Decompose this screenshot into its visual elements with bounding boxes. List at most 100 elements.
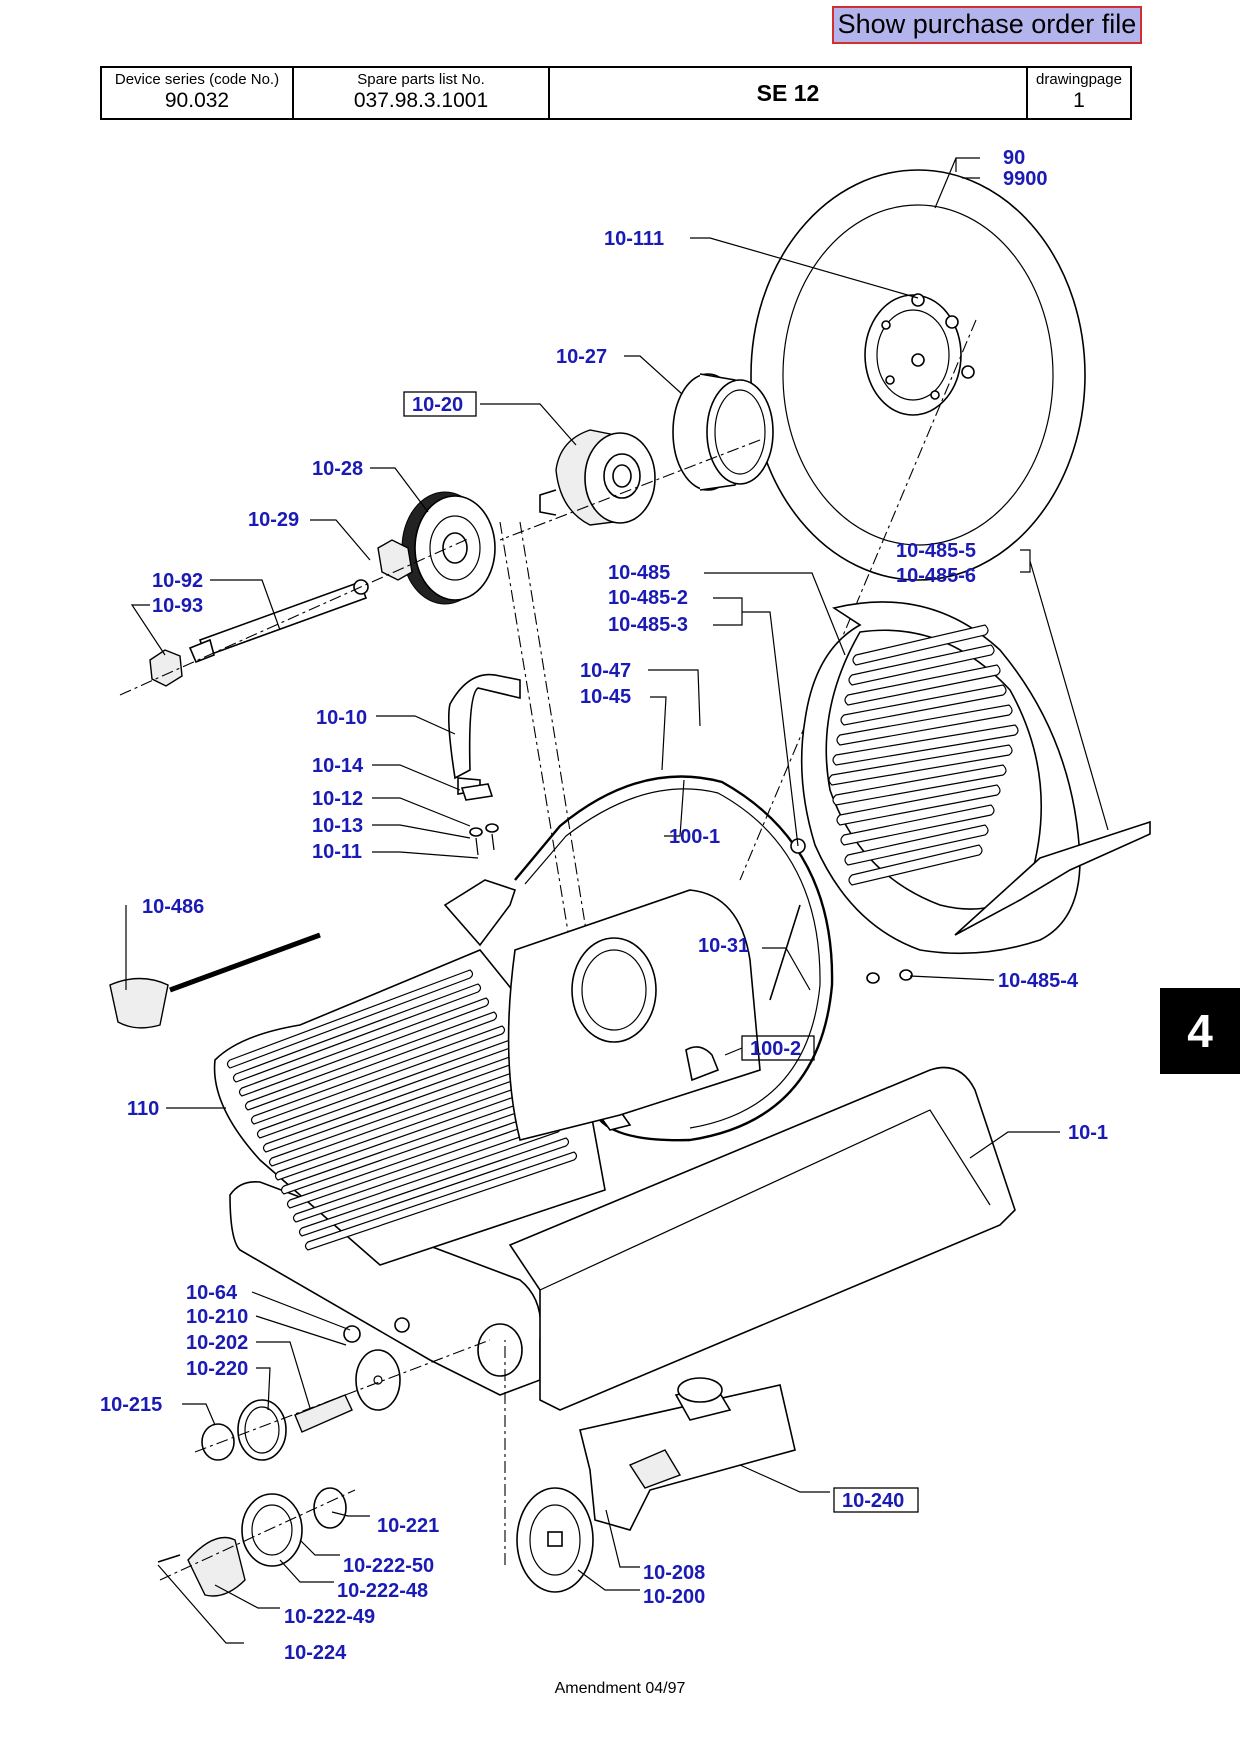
carriage-rib	[304, 1151, 578, 1251]
guard-rib	[828, 744, 1013, 786]
disc-10-210	[355, 1349, 401, 1411]
callout-10-20: 10-20	[412, 394, 463, 416]
callout-10-10: 10-10	[316, 707, 367, 729]
callout-10-31: 10-31	[698, 935, 749, 957]
clip-10-221	[313, 1487, 347, 1529]
washer-10-64	[394, 1317, 410, 1333]
screws-10-11-10-13	[469, 823, 499, 856]
bushing-10-215	[201, 1423, 235, 1461]
screws-10-485-4	[866, 969, 913, 984]
screw-10-224	[157, 1554, 181, 1563]
callout-10-485-6: 10-485-6	[896, 565, 976, 587]
guard-ring-100-1	[514, 775, 834, 1142]
guard-rib	[844, 824, 989, 866]
carriage-rib	[238, 997, 490, 1097]
callout-90: 90	[1003, 147, 1025, 169]
drawing-page-value: 1	[1073, 89, 1085, 112]
wheel-10-200	[516, 1487, 594, 1593]
carriage-rib	[298, 1137, 570, 1237]
callout-10-202: 10-202	[186, 1332, 248, 1354]
guard-arm-10-485-5	[954, 820, 1151, 936]
callout-10-222-48: 10-222-48	[337, 1580, 428, 1602]
callout-10-240: 10-240	[842, 1490, 904, 1512]
nut-10-93	[149, 649, 183, 687]
callout-10-221: 10-221	[377, 1515, 439, 1537]
machine-base-10-1	[229, 1066, 1016, 1411]
callout-10-13: 10-13	[312, 815, 363, 837]
guard-rib	[832, 724, 1019, 766]
callout-10-485-4: 10-485-4	[998, 970, 1079, 992]
callout-10-486: 10-486	[142, 896, 204, 918]
callout-10-220: 10-220	[186, 1358, 248, 1380]
spare-parts-value: 037.98.3.1001	[353, 89, 489, 112]
knob-100-2	[685, 1046, 720, 1082]
guard-rib	[832, 764, 1007, 806]
callout-box-10-240	[833, 1487, 919, 1513]
callout-10-14: 10-14	[312, 755, 364, 777]
carriage-rib	[244, 1011, 498, 1111]
carriage-rib	[250, 1025, 506, 1125]
show-purchase-order-button[interactable]: Show purchase order file	[832, 6, 1142, 44]
device-series-cell: Device series (code No.) 90.032	[102, 68, 294, 118]
plate-10-14	[460, 783, 494, 801]
hex-nut-10-29	[377, 539, 413, 581]
guard-rib	[852, 624, 989, 666]
guard-rib	[836, 704, 1013, 746]
title-block: Device series (code No.) 90.032 Spare pa…	[100, 66, 1132, 120]
callout-10-200: 10-200	[643, 1586, 705, 1608]
callout-10-215: 10-215	[100, 1394, 162, 1416]
ring-10-220	[237, 1399, 287, 1461]
pin-10-64	[343, 1325, 361, 1343]
callout-10-208: 10-208	[643, 1562, 705, 1584]
ring-part-10-27	[672, 373, 774, 491]
callout-box-10-20	[403, 391, 477, 417]
model-cell: SE 12	[550, 68, 1028, 118]
callout-10-27: 10-27	[556, 346, 607, 368]
blade-part	[750, 169, 1086, 581]
guard-rib	[836, 784, 1001, 826]
footer-amendment: Amendment 04/97	[554, 1680, 686, 1697]
callout-10-111: 10-111	[604, 228, 664, 250]
callout-box-100-2	[741, 1035, 815, 1061]
callout-10-222-50: 10-222-50	[343, 1555, 434, 1577]
carriage-rib	[232, 983, 482, 1083]
callout-10-64: 10-64	[186, 1282, 238, 1304]
device-series-value: 90.032	[164, 89, 230, 112]
spare-parts-cell: Spare parts list No. 037.98.3.1001	[294, 68, 550, 118]
device-series-label: Device series (code No.)	[114, 71, 280, 88]
callout-10-1: 10-1	[1068, 1122, 1108, 1144]
callout-10-45: 10-45	[580, 686, 631, 708]
carriage-ribs-group	[226, 969, 578, 1251]
callout-10-222-49: 10-222-49	[284, 1606, 375, 1628]
knob-10-222-49	[187, 1536, 246, 1597]
housing-center	[507, 889, 761, 1141]
callout-10-485-2: 10-485-2	[608, 587, 688, 609]
dial-10-222-50	[241, 1493, 303, 1567]
model-name: SE 12	[756, 80, 820, 106]
carriage-bracket	[443, 879, 517, 947]
callout-10-11: 10-11	[312, 841, 362, 863]
page-tab: 4	[1160, 988, 1240, 1074]
spare-parts-label: Spare parts list No.	[357, 71, 485, 88]
spindle-10-202	[294, 1394, 353, 1433]
callout-10-210: 10-210	[186, 1306, 248, 1328]
guard-rib	[844, 664, 1001, 706]
leader-lines	[125, 157, 1109, 1644]
callout-10-224: 10-224	[284, 1642, 347, 1664]
callout-labels: 90 9900 10-111 10-27 10-20 10-28 10-29 1…	[100, 147, 1108, 1664]
sharpener-10-240	[579, 1377, 796, 1531]
bracket-10-10	[447, 673, 521, 795]
callout-10-29: 10-29	[248, 509, 299, 531]
callout-10-47: 10-47	[580, 660, 631, 682]
callout-10-485-3: 10-485-3	[608, 614, 688, 636]
rod-10-486	[109, 932, 321, 1029]
callout-10-12: 10-12	[312, 788, 363, 810]
drawing-page-label: drawingpage	[1036, 71, 1122, 88]
carriage-rib	[226, 969, 474, 1069]
callout-10-485-5: 10-485-5	[896, 540, 976, 562]
toothed-wheel-10-28	[401, 491, 496, 605]
callout-10-92: 10-92	[152, 570, 203, 592]
pin-10-31	[769, 904, 801, 1001]
callout-110: 110	[127, 1098, 159, 1120]
